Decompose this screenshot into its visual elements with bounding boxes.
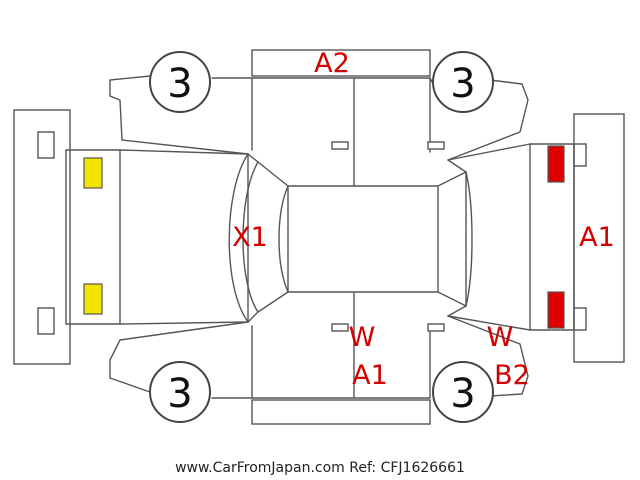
mark-x1-windshield: X1 xyxy=(232,222,268,253)
rear-panel xyxy=(529,143,575,331)
cabin-outline xyxy=(228,143,531,331)
wheel-front-right-label: 3 xyxy=(167,371,192,417)
wheel-rear-left-label: 3 xyxy=(450,61,475,107)
wheel-rear-right: 3 xyxy=(432,361,494,423)
hood-panel xyxy=(65,149,249,325)
front-bumper xyxy=(13,109,71,365)
wheel-front-left: 3 xyxy=(149,51,211,113)
wheel-front-left-label: 3 xyxy=(167,61,192,107)
mark-w-lower-center: W xyxy=(349,322,376,353)
wheel-front-right: 3 xyxy=(149,361,211,423)
front-lamp-top xyxy=(83,157,103,189)
mark-a2-top: A2 xyxy=(314,48,350,79)
mark-a1-lower-center: A1 xyxy=(352,360,388,391)
mark-a1-rear: A1 xyxy=(579,222,615,253)
rear-bumper xyxy=(573,113,625,363)
bottom-side-panels xyxy=(109,291,529,425)
rear-lamp-top xyxy=(547,145,565,183)
wheel-rear-left: 3 xyxy=(432,51,494,113)
footer-reference: www.CarFromJapan.com Ref: CFJ1626661 xyxy=(175,460,465,476)
wheel-rear-right-label: 3 xyxy=(450,371,475,417)
front-lamp-bottom xyxy=(83,283,103,315)
top-side-panels xyxy=(109,49,529,187)
mark-w-lower-right: W xyxy=(487,322,514,353)
mark-b2-lower-right: B2 xyxy=(494,360,530,391)
rear-lamp-bottom xyxy=(547,291,565,329)
